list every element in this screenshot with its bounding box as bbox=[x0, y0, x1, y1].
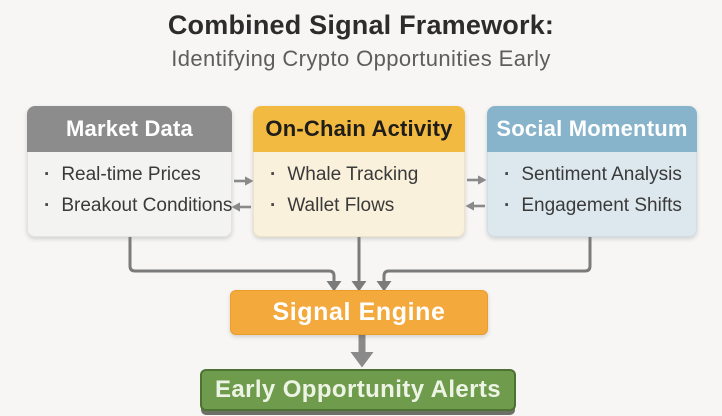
page-title: Combined Signal Framework: bbox=[167, 10, 555, 40]
social-to-engine-connector bbox=[376, 237, 592, 292]
onchain-activity-box: On-Chain Activity Whale Tracking Wallet … bbox=[253, 106, 465, 237]
early-opportunity-alerts-box: Early Opportunity Alerts bbox=[200, 369, 516, 411]
engine-to-alerts-arrow bbox=[350, 334, 374, 368]
page-subtitle: Identifying Crypto Opportunities Early bbox=[171, 46, 551, 71]
onchain-activity-body: Whale Tracking Wallet Flows bbox=[253, 152, 465, 237]
social-momentum-body: Sentiment Analysis Engagement Shifts bbox=[487, 152, 697, 237]
market-data-body: Real-time Prices Breakout Conditions bbox=[27, 152, 232, 237]
market-onchain-exchange-arrows bbox=[231, 176, 254, 212]
onchain-activity-list: Whale Tracking Wallet Flows bbox=[270, 164, 464, 217]
onchain-social-exchange-arrows bbox=[465, 175, 487, 211]
market-data-box: Market Data Real-time Prices Breakout Co… bbox=[27, 106, 232, 237]
list-item: Real-time Prices bbox=[44, 164, 231, 186]
market-to-engine-connector bbox=[128, 237, 342, 292]
list-item: Breakout Conditions bbox=[44, 195, 232, 217]
social-momentum-header: Social Momentum bbox=[487, 106, 697, 152]
list-item: Sentiment Analysis bbox=[504, 164, 696, 186]
market-data-header: Market Data bbox=[27, 106, 232, 152]
onchain-activity-header: On-Chain Activity bbox=[253, 106, 465, 152]
social-momentum-list: Sentiment Analysis Engagement Shifts bbox=[504, 164, 696, 217]
list-item: Whale Tracking bbox=[270, 164, 464, 186]
list-item: Engagement Shifts bbox=[504, 195, 696, 217]
onchain-to-engine-connector bbox=[351, 237, 367, 292]
market-data-list: Real-time Prices Breakout Conditions bbox=[44, 164, 232, 217]
social-momentum-box: Social Momentum Sentiment Analysis Engag… bbox=[487, 106, 697, 237]
signal-engine-box: Signal Engine bbox=[230, 290, 488, 335]
list-item: Wallet Flows bbox=[270, 195, 464, 217]
